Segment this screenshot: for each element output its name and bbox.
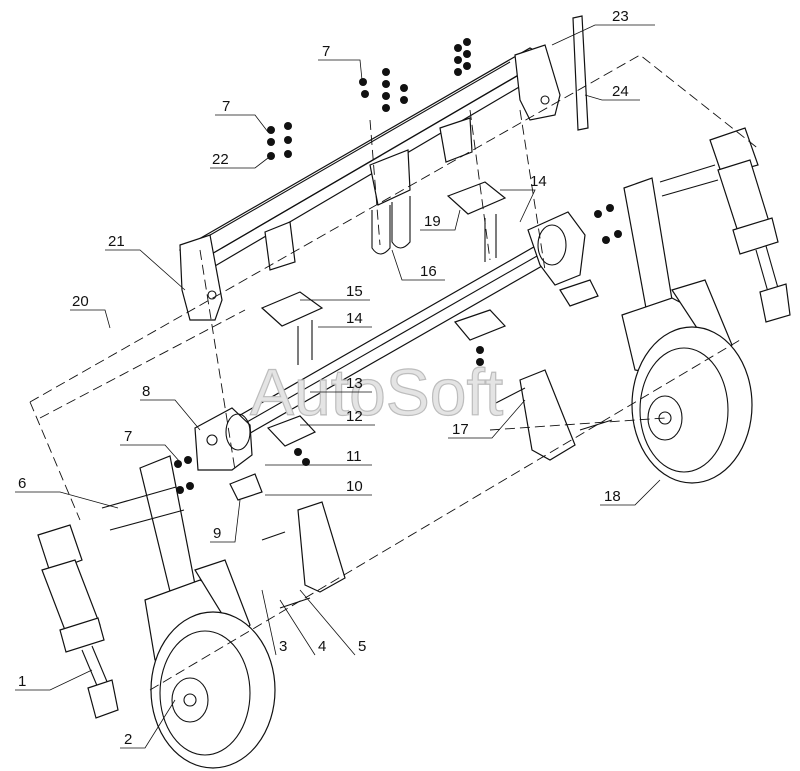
clamp-plates — [229, 181, 599, 501]
left-wheel-assembly — [139, 455, 276, 769]
callout-12: 12 — [346, 408, 363, 425]
callout-labels: 1 2 3 4 5 6 7 7 7 8 9 10 11 12 13 14 14 … — [18, 8, 629, 748]
callout-7-mid: 7 — [222, 98, 230, 115]
callout-7-low: 7 — [124, 428, 132, 445]
callout-22: 22 — [212, 151, 229, 168]
callout-14-right: 14 — [530, 173, 547, 190]
left-hydraulic-cylinder — [37, 524, 119, 719]
callout-leaders — [15, 24, 661, 749]
callout-16: 16 — [420, 263, 437, 280]
right-hydraulic-cylinder — [709, 127, 791, 323]
callout-5: 5 — [358, 638, 366, 655]
callout-24: 24 — [612, 83, 629, 100]
fastener-stacks — [174, 38, 622, 494]
axle-tube — [194, 211, 586, 471]
callout-3: 3 — [279, 638, 287, 655]
callout-13: 13 — [346, 375, 363, 392]
callout-20: 20 — [72, 293, 89, 310]
callout-14-left: 14 — [346, 310, 363, 327]
assembly-guide-lines — [29, 54, 761, 691]
callout-11: 11 — [346, 448, 362, 465]
callout-2: 2 — [124, 731, 132, 748]
callout-9: 9 — [213, 525, 221, 542]
callout-6: 6 — [18, 475, 26, 492]
callout-8: 8 — [142, 383, 150, 400]
misc-parts — [101, 15, 719, 609]
callout-23: 23 — [612, 8, 629, 25]
callout-15: 15 — [346, 283, 363, 300]
callout-4: 4 — [318, 638, 326, 655]
watermark-text: AutoSoft — [250, 355, 503, 429]
right-wheel-assembly — [621, 177, 753, 484]
callout-10: 10 — [346, 478, 363, 495]
frame-beam — [178, 44, 561, 321]
callout-18: 18 — [604, 488, 621, 505]
callout-17: 17 — [452, 421, 469, 438]
callout-19: 19 — [424, 213, 441, 230]
callout-1: 1 — [18, 673, 26, 690]
callout-7-top: 7 — [322, 43, 330, 60]
callout-21: 21 — [108, 233, 125, 250]
